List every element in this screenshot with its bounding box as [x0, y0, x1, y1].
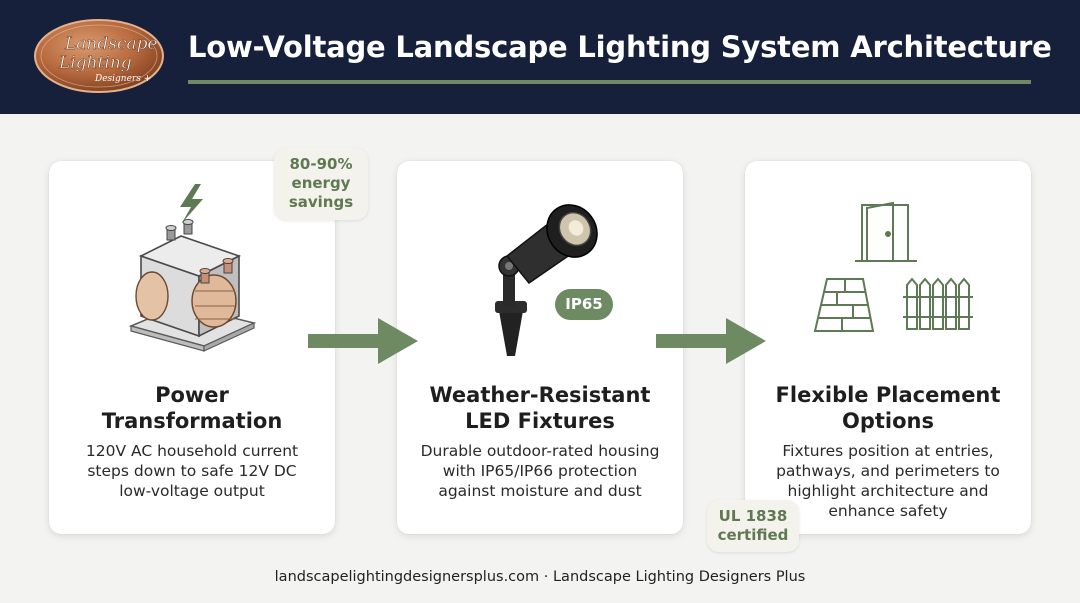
ip65-badge: IP65 — [555, 289, 613, 320]
transformer-icon — [128, 184, 257, 352]
pathway-pavers-icon — [813, 278, 875, 332]
ul-certified-badge: UL 1838 certified — [707, 500, 799, 552]
page-title: Low-Voltage Landscape Lighting System Ar… — [188, 30, 1052, 64]
led-spotlight-icon — [495, 204, 598, 356]
flow-arrow-icon — [308, 318, 418, 364]
card-title: Power Transformation — [101, 383, 283, 433]
card-description: Durable outdoor-rated housing with IP65/… — [420, 442, 660, 500]
card-description: 120V AC household current steps down to … — [85, 442, 299, 500]
door-icon — [855, 201, 917, 262]
card-title: Weather-Resistant LED Fixtures — [429, 383, 651, 433]
title-divider — [188, 80, 1031, 84]
svg-text:Designers +: Designers + — [94, 74, 151, 84]
card-title: Flexible Placement Options — [775, 383, 1001, 433]
card-description: Fixtures position at entries, pathways, … — [776, 442, 1000, 520]
placement-icons — [813, 201, 973, 332]
svg-text:Landscape: Landscape — [64, 34, 158, 54]
company-logo: Landscape Lighting Designers + — [34, 19, 164, 93]
energy-savings-badge: 80-90% energy savings — [274, 148, 368, 220]
fence-icon — [903, 277, 973, 330]
card-flexible-placement: Flexible Placement Options Fixtures posi… — [745, 161, 1031, 534]
flow-arrow-icon — [656, 318, 766, 364]
card-led-fixtures: Weather-Resistant LED Fixtures Durable o… — [397, 161, 683, 534]
card-power-transformation: Power Transformation 120V AC household c… — [49, 161, 335, 534]
footer-text: landscapelightingdesignersplus.com · Lan… — [274, 569, 806, 585]
svg-text:Lighting: Lighting — [58, 53, 132, 73]
header-bar: Landscape Lighting Designers + Low-Volta… — [0, 0, 1080, 114]
lightning-bolt-icon — [180, 184, 203, 223]
